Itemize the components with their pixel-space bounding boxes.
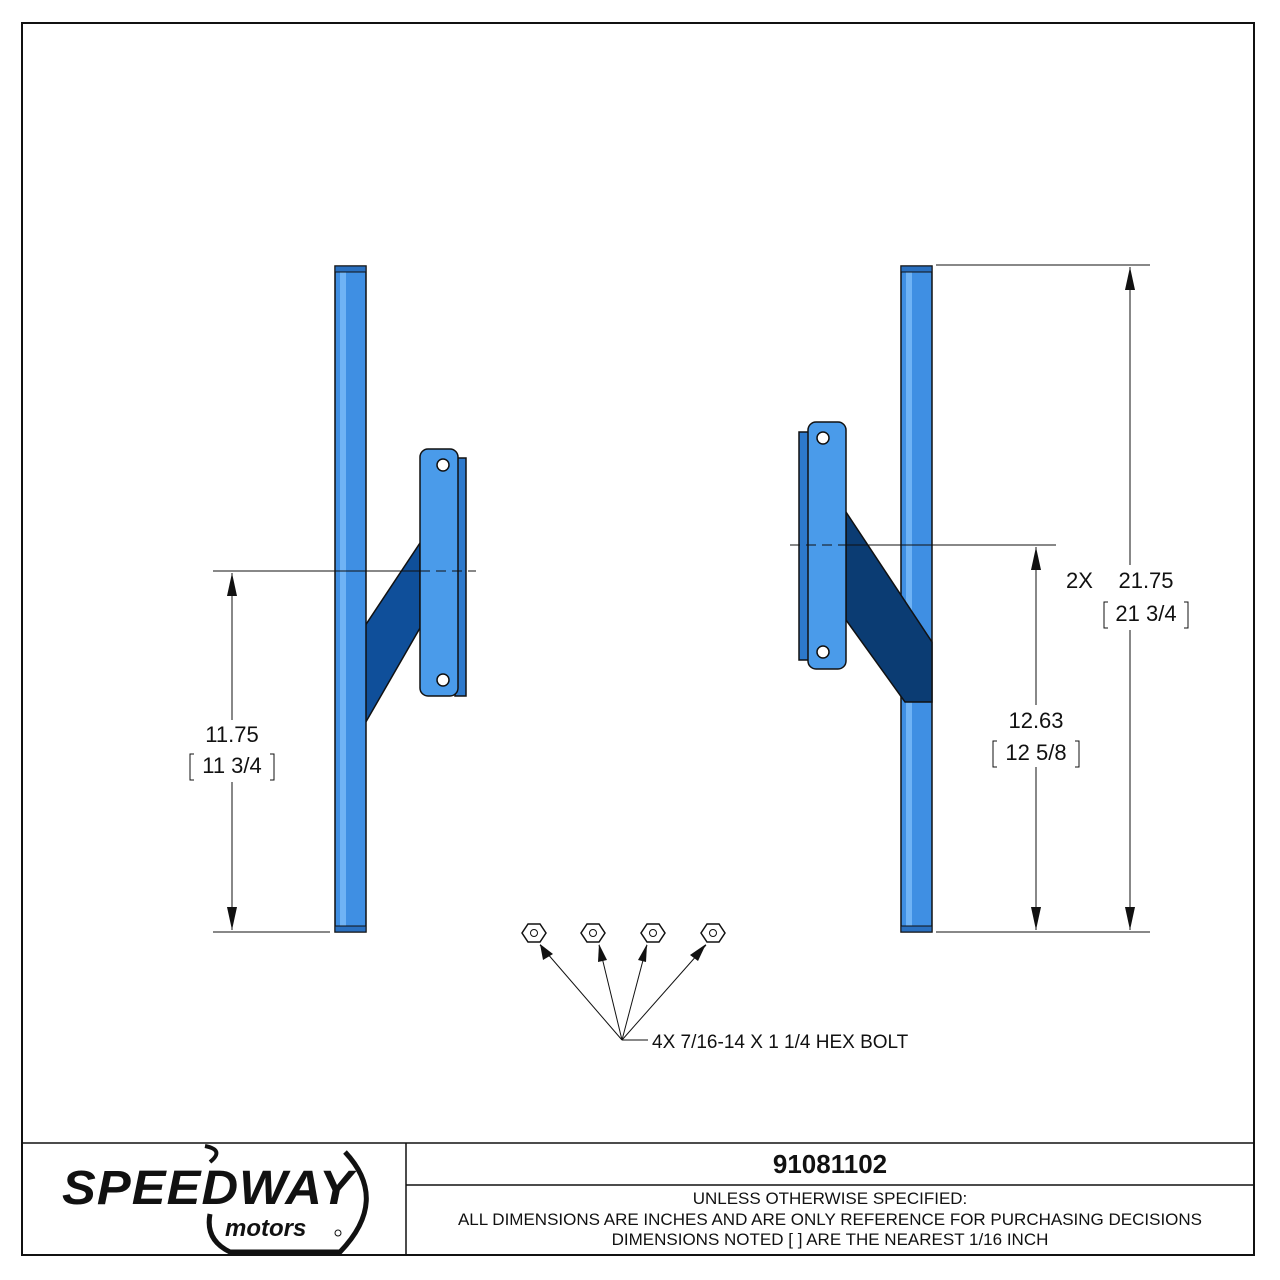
left-dim-fraction: 11 3/4: [202, 753, 262, 778]
left-dimension: 11.75 11 3/4: [188, 570, 476, 933]
left-tube-cap-bottom: [334, 925, 367, 933]
speedway-motors-logo: SPEEDWAY motors: [62, 1144, 369, 1255]
right-dim-decimal: 12.63: [1008, 708, 1063, 733]
hex-bolts: 4X 7/16-14 X 1 1/4 HEX BOLT: [521, 923, 909, 1053]
right-plate-hole-top: [816, 431, 830, 445]
left-tube-cap-top: [334, 265, 367, 273]
note-line-1: UNLESS OTHERWISE SPECIFIED:: [693, 1189, 968, 1208]
overall-dim-decimal: 21.75: [1118, 568, 1173, 593]
left-plate-hole-bottom: [436, 673, 450, 687]
hardware-callout: 4X 7/16-14 X 1 1/4 HEX BOLT: [652, 1032, 909, 1053]
right-tube: [900, 265, 933, 933]
left-dim-decimal: 11.75: [205, 722, 258, 747]
sheet-border: [21, 22, 1255, 1256]
note-line-3: DIMENSIONS NOTED [ ] ARE THE NEAREST 1/1…: [612, 1230, 1049, 1249]
left-mounting-plate: [419, 448, 459, 697]
note-line-2: ALL DIMENSIONS ARE INCHES AND ARE ONLY R…: [458, 1210, 1202, 1229]
right-tube-highlight: [906, 270, 912, 928]
left-tube: [334, 265, 367, 933]
hex-bolt-icon: [521, 923, 547, 943]
overall-dim-qty: 2X: [1066, 568, 1093, 593]
right-plate-hole-bottom: [816, 645, 830, 659]
right-dimensions: 12.63 12 5/8 2X 21.75 21 3/4: [790, 264, 1192, 933]
left-tube-highlight: [340, 270, 346, 928]
hex-bolt-icon: [700, 923, 726, 943]
right-bracket: [798, 265, 933, 933]
logo-sub: motors: [225, 1215, 306, 1242]
left-bracket: [334, 265, 467, 933]
logo-brand: SPEEDWAY: [62, 1162, 357, 1215]
overall-dim-fraction: 21 3/4: [1115, 601, 1176, 626]
title-block: SPEEDWAY motors 91081102 UNLESS OTHERWIS…: [22, 1142, 1254, 1255]
right-dim-fraction: 12 5/8: [1005, 740, 1066, 765]
right-tube-cap-top: [900, 265, 933, 273]
hex-bolt-icon: [580, 923, 606, 943]
right-tube-cap-bottom: [900, 925, 933, 933]
left-plate-hole-top: [436, 458, 450, 472]
hex-bolt-icon: [640, 923, 666, 943]
part-number: 91081102: [773, 1149, 887, 1179]
